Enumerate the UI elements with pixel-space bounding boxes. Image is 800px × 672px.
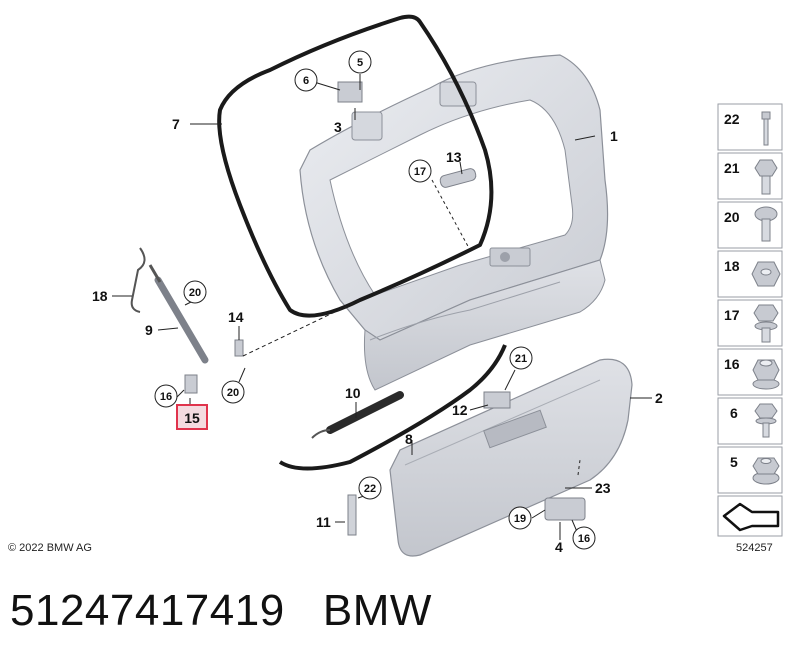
lock-12 [483,391,511,409]
fastener-label-18: 18 [724,258,740,274]
diagram-id: 524257 [736,542,773,554]
fastener-row-5[interactable]: 5 [717,446,783,494]
callout-15: 15 [184,410,200,426]
part-number: 51247417419 [10,586,285,635]
fastener-label-6: 6 [730,405,738,421]
fastener-label-20: 20 [724,209,740,225]
handle-strip [439,168,477,188]
callout-16-right: 16 [578,533,590,545]
fastener-row-20[interactable]: 20 [717,201,783,249]
callout-18: 19 [514,513,526,525]
callout-10: 10 [345,385,361,401]
fastener-label-17: 17 [724,307,740,323]
hex-bolt-icon [753,304,779,343]
brand-name: BMW [322,586,432,635]
circled-callouts: 5 6 17 20 20 16 21 22 19 16 [154,50,596,550]
callout-11: 11 [316,514,331,530]
callout-4: 4 [555,539,563,555]
fastener-row-21[interactable]: 21 [717,152,783,200]
fastener-row-6[interactable]: 6 [717,397,783,445]
flange-nut-icon [752,359,780,390]
bracket-14 [234,339,244,357]
lower-trim-panel [389,358,633,557]
callout-19: 18 [92,288,108,304]
latch [544,497,586,521]
callout-21: 21 [515,353,527,365]
callout-6: 6 [303,75,309,87]
callout-22: 22 [364,483,376,495]
nut-icon [751,261,781,287]
hinge-3 [337,81,363,103]
cable [130,247,146,313]
callout-1: 1 [610,128,618,144]
copyright-notice: © 2022 BMW AG [8,542,92,554]
callout-16-left: 16 [160,391,172,403]
spindle-drive [311,391,404,439]
stop-buffer [347,494,357,536]
hex-flange-bolt-icon [754,159,778,195]
callout-3: 3 [334,119,342,135]
callout-8: 8 [405,431,413,447]
callout-20-lower: 20 [227,387,239,399]
sensor-15 [184,374,198,394]
callout-5: 5 [357,57,363,69]
parts-diagram: 7 1 2 3 13 18 9 14 10 8 12 23 11 4 5 6 1… [92,14,783,557]
fastener-label-21: 21 [724,160,740,176]
part-number-caption: 51247417419 BMW [10,586,432,636]
torx-screw-icon [754,206,778,242]
fastener-panel: 22 21 20 18 [717,103,783,537]
rubber-strip [278,344,507,471]
callout-17: 17 [414,166,426,178]
fastener-label-22: 22 [724,111,740,127]
callout-2: 2 [655,390,663,406]
callout-14: 14 [228,309,244,325]
callout-13: 13 [446,149,462,165]
direction-arrow-icon [722,502,780,532]
direction-arrow-box [717,495,783,537]
fastener-label-5: 5 [730,454,738,470]
callout-7: 7 [172,116,180,132]
square-nut-icon [752,457,780,485]
callout-23: 23 [595,480,611,496]
gas-strut [148,264,209,364]
tailgate-seal [217,14,494,318]
callout-20-upper: 20 [189,287,201,299]
fastener-row-22[interactable]: 22 [717,103,783,151]
fastener-row-16[interactable]: 16 [717,348,783,396]
fastener-row-17[interactable]: 17 [717,299,783,347]
tailgate-frame [299,54,609,391]
fastener-row-18[interactable]: 18 [717,250,783,298]
callout-12: 12 [452,402,468,418]
short-bolt-icon [754,403,778,438]
fastener-label-16: 16 [724,356,740,372]
long-bolt-icon [761,111,771,146]
highlighted-callout-15[interactable]: 15 [176,404,208,430]
callout-9: 9 [145,322,153,338]
